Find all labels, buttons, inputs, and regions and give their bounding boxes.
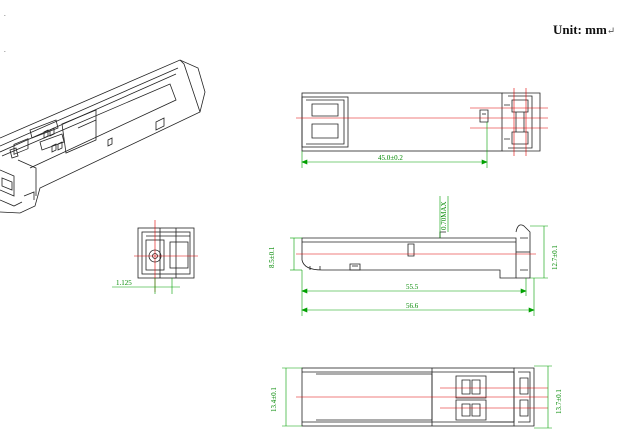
top-dimension xyxy=(301,122,488,168)
paragraph-mark: . xyxy=(4,46,6,54)
side-length-2-dimension: 56.6 xyxy=(406,302,419,310)
top-length-dimension: 45.0±0.2 xyxy=(378,154,403,162)
unit-text: Unit: mm xyxy=(553,22,607,37)
bottom-dimensions xyxy=(282,365,552,429)
side-height-right-dimension: 12.7±0.1 xyxy=(551,245,559,270)
bottom-width-left-dimension: 13.4±0.1 xyxy=(270,387,278,412)
unit-label: Unit: mm↵ xyxy=(553,22,615,38)
front-offset-dimension: 1.125 xyxy=(116,279,132,287)
return-mark: ↵ xyxy=(606,26,616,37)
bottom-centerlines xyxy=(296,387,548,409)
top-centerlines xyxy=(296,88,548,156)
front-dimension xyxy=(112,278,180,294)
side-overhang-dimension: 0.70MAX xyxy=(440,201,448,230)
side-length-1-dimension: 55.5 xyxy=(406,283,419,291)
side-view xyxy=(301,224,531,279)
front-view xyxy=(137,227,195,279)
side-dimensions xyxy=(290,196,548,316)
top-view xyxy=(301,92,541,152)
bottom-width-right-dimension: 13.7±0.1 xyxy=(555,389,563,414)
paragraph-mark: . xyxy=(4,10,6,18)
side-height-left-dimension: 8.5±0.1 xyxy=(268,246,276,268)
front-centerlines xyxy=(134,220,198,292)
isometric-view xyxy=(0,59,206,214)
